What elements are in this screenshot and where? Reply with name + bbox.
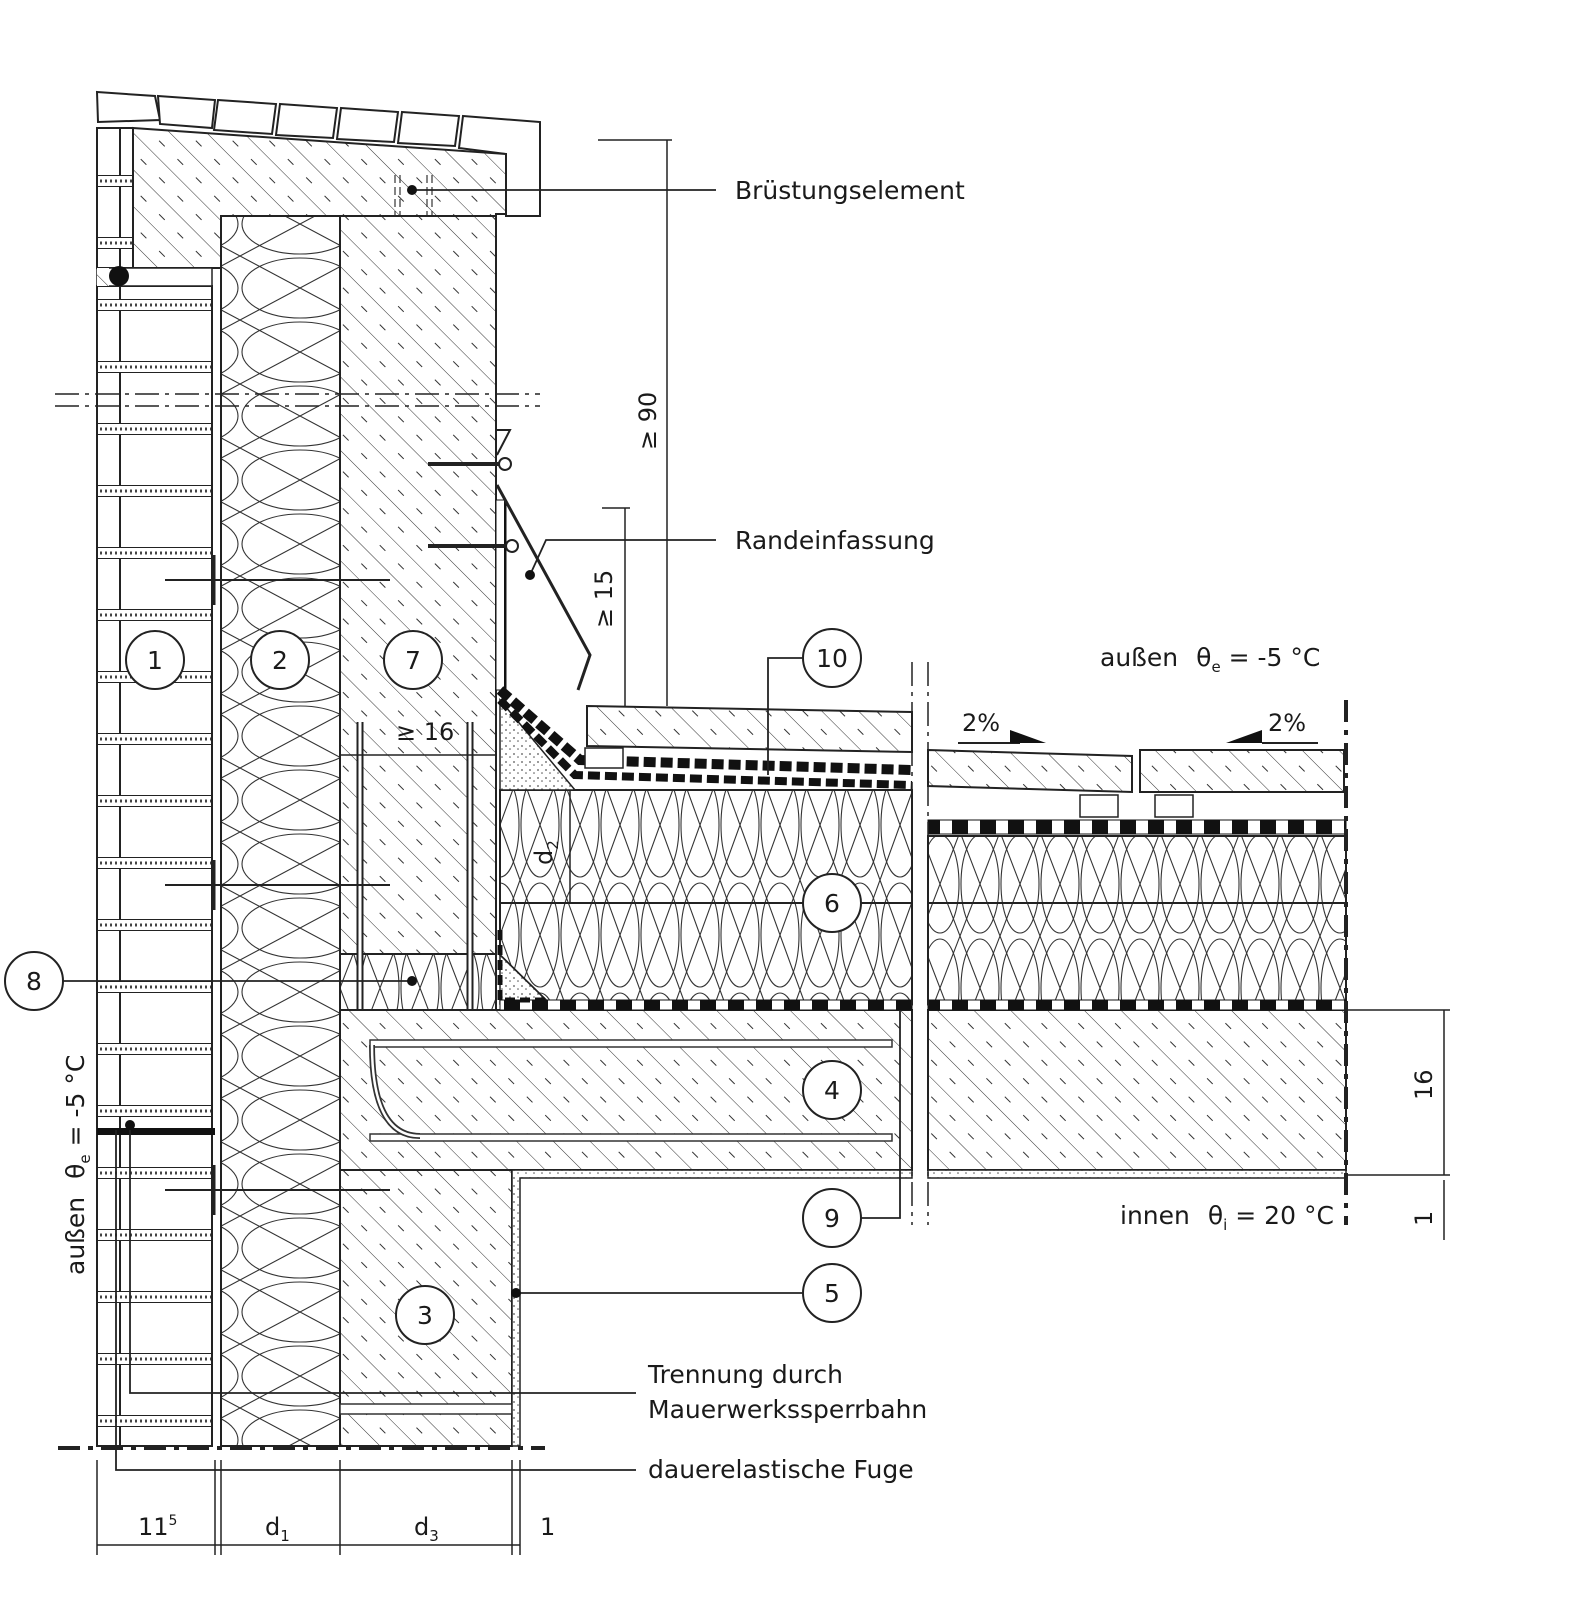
masonry-damp-course [97, 1128, 215, 1135]
dim-upstand-height: ≥ 15 [590, 570, 618, 628]
label-randeinfassung: Randeinfassung [735, 526, 935, 555]
slope-left-label: 2% [962, 709, 1000, 737]
dim-insulation-d2: d2 [530, 840, 562, 865]
dim-anchor-depth: ≥ 16 [396, 718, 454, 746]
leader-lines [62, 189, 901, 1471]
slope-arrow-right [1226, 730, 1318, 744]
paving-slabs [584, 704, 1345, 818]
callout-3 [395, 1285, 455, 1345]
dim-plaster-right: 1 [1410, 1211, 1438, 1226]
callout-4 [802, 1060, 862, 1120]
centre-lines [55, 393, 1348, 1450]
climate-outside-left: außenθe = -5 °C [61, 1055, 94, 1275]
label-trennung-line1: Trennung durch [647, 1360, 843, 1389]
wall-insulation [220, 215, 341, 1447]
label-trennung-line2: Mauerwerkssperrbahn [648, 1395, 927, 1424]
roof-slab-concrete [339, 1009, 1347, 1171]
callout-1 [125, 630, 185, 690]
callout-9-label: 9 [824, 1204, 840, 1233]
callout-1-label: 1 [147, 646, 163, 675]
callout-5 [802, 1263, 862, 1323]
callout-6 [802, 873, 862, 933]
dim-bottom-plaster: 1 [540, 1513, 555, 1541]
dim-bottom-d3: d3 [414, 1513, 439, 1545]
callout-7-label: 7 [405, 646, 421, 675]
callout-6-label: 6 [824, 889, 840, 918]
dim-parapet-height: ≥ 90 [634, 392, 662, 450]
callout-7 [383, 630, 443, 690]
callout-4-label: 4 [824, 1076, 840, 1105]
roof-insulation [499, 697, 1347, 1005]
callout-2-label: 2 [272, 646, 288, 675]
wall-ties [165, 555, 496, 1215]
dim-bottom-brick: 115 [138, 1513, 177, 1541]
callout-2 [250, 630, 310, 690]
parapet-cap-bricks [95, 90, 541, 269]
dim-bottom-d1: d1 [265, 1513, 290, 1545]
callout-circles: 1 2 3 4 5 6 7 8 9 10 [4, 628, 862, 1345]
waterproofing-membrane [495, 499, 1347, 835]
callout-5-label: 5 [824, 1279, 840, 1308]
facing-brick-wall [96, 266, 213, 1447]
edge-flashing [428, 429, 592, 691]
callout-8-label: 8 [26, 967, 42, 996]
slope-arrow-left [958, 730, 1046, 744]
label-fuge: dauerelastische Fuge [648, 1455, 914, 1484]
dim-slab-thickness: 16 [1410, 1069, 1438, 1100]
slope-right-label: 2% [1268, 709, 1306, 737]
callout-10 [802, 628, 862, 688]
callout-8 [4, 951, 64, 1011]
dimension-lines [96, 139, 1450, 1555]
label-bruestungselement: Brüstungselement [735, 176, 965, 205]
callout-10-label: 10 [816, 644, 848, 673]
callout-9 [802, 1188, 862, 1248]
callout-3-label: 3 [417, 1301, 433, 1330]
leader-dots [125, 185, 535, 1298]
